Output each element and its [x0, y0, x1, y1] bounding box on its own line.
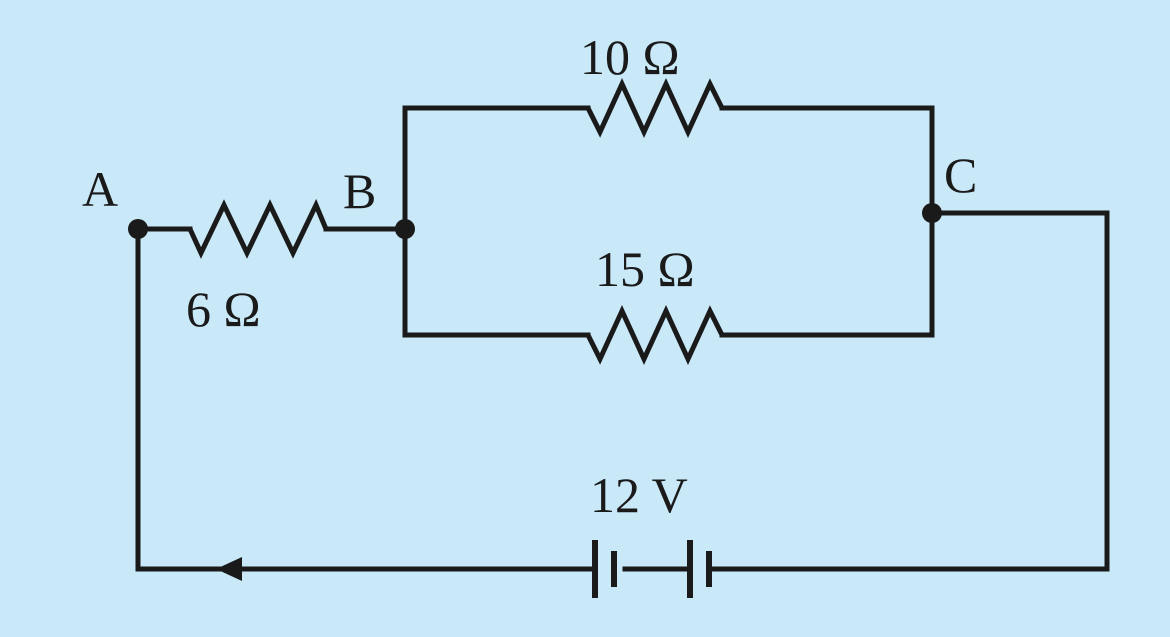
resistor-10-ohm-icon — [585, 77, 725, 139]
resistor-15-ohm-icon — [585, 304, 725, 366]
junction-dots — [128, 203, 942, 239]
node-b-label: B — [343, 163, 376, 219]
resistor-10-ohm-label: 10 Ω — [580, 29, 680, 85]
wire-a-to-battery — [135, 226, 596, 572]
resistor-6-ohm-icon — [187, 198, 329, 259]
labels: A B C 6 Ω 10 Ω 15 Ω 12 V — [82, 29, 977, 523]
resistor-15-ohm-label: 15 Ω — [595, 241, 695, 297]
junction-b-dot — [395, 219, 415, 239]
junction-c-dot — [922, 203, 942, 223]
junction-a-dot — [128, 219, 148, 239]
wires — [135, 105, 1110, 572]
node-a-label: A — [82, 161, 118, 217]
node-c-label: C — [944, 147, 977, 203]
battery-voltage-label: 12 V — [590, 467, 688, 523]
battery-icon — [592, 540, 712, 598]
resistors — [187, 77, 725, 366]
wire-c-to-battery — [707, 210, 1110, 572]
current-arrow-icon — [216, 557, 242, 581]
resistor-6-ohm-label: 6 Ω — [186, 281, 261, 337]
